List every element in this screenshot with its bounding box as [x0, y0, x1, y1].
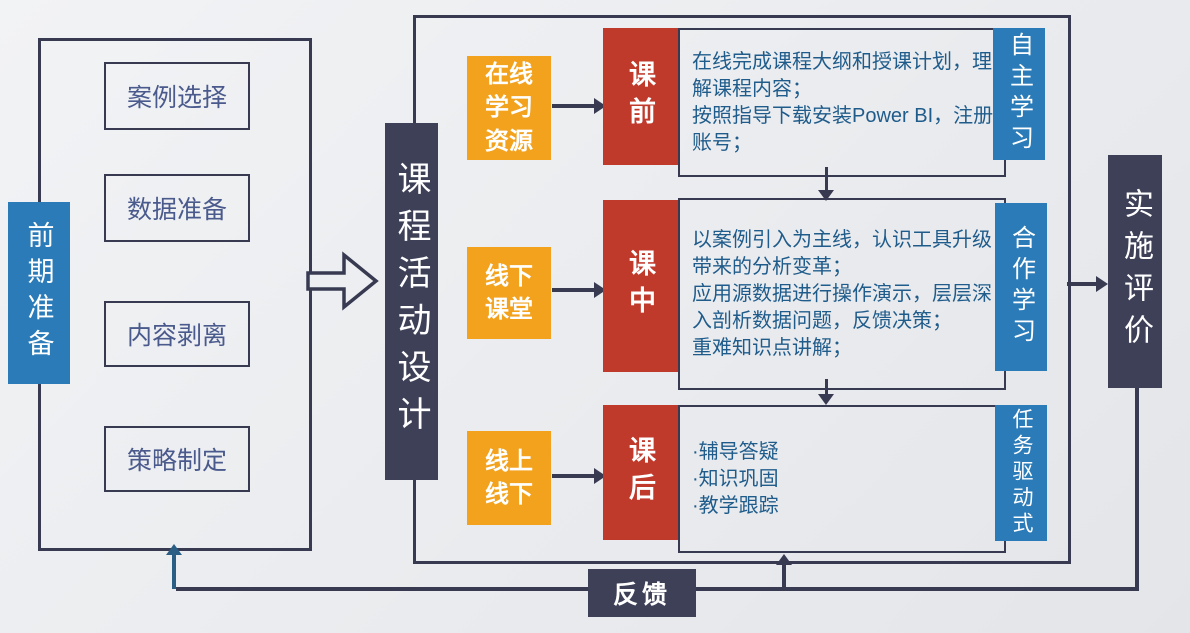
row1-source-box: 在线 学习 资源: [467, 56, 551, 160]
course-activity-design-label: 课程活动设计: [385, 123, 438, 480]
prep-item-data-preparation: 数据准备: [104, 174, 250, 242]
feedback-label: 反馈: [588, 569, 696, 617]
arrow-head: [166, 544, 182, 555]
row3-source-box: 线上 线下: [467, 431, 551, 525]
row2-stage-box: 课中: [603, 200, 678, 372]
row3-description: ·辅导答疑 ·知识巩固 ·教学跟踪: [678, 405, 1006, 553]
arrow-shaft: [172, 554, 176, 589]
row3-stage-box: 课后: [603, 405, 678, 540]
implementation-evaluation-label: 实施评价: [1108, 155, 1162, 388]
prep-item-content-separation: 内容剥离: [104, 301, 250, 367]
row3-mode-box: 任务驱动式: [995, 405, 1047, 541]
arrow-shaft: [782, 562, 786, 589]
row1-mode-box: 自主学习: [993, 28, 1045, 160]
row2-description: 以案例引入为主线，认识工具升级带来的分析变革； 应用源数据进行操作演示，层层深入…: [678, 198, 1006, 390]
arrow-head: [818, 190, 834, 201]
arrow-shaft: [552, 288, 594, 292]
prep-item-case-selection: 案例选择: [104, 62, 250, 130]
arrow-shaft: [1067, 282, 1098, 286]
arrow-shaft: [552, 474, 594, 478]
arrow-shaft: [825, 167, 828, 192]
row1-description: 在线完成课程大纲和授课计划，理解课程内容； 按照指导下载安装Power BI，注…: [678, 28, 1006, 177]
row2-source-box: 线下 课堂: [467, 247, 551, 339]
arrow-head: [818, 394, 834, 405]
feedback-line-right: [1135, 388, 1139, 590]
arrow-shaft: [825, 379, 828, 395]
arrow-head: [776, 554, 792, 565]
prep-item-strategy-making: 策略制定: [104, 426, 250, 492]
row2-mode-box: 合作学习: [995, 203, 1047, 371]
row1-stage-box: 课前: [603, 28, 678, 165]
big-right-arrow-icon: [306, 251, 379, 311]
arrow-head: [1096, 276, 1108, 292]
arrow-shaft: [552, 104, 594, 108]
preparation-label: 前期准备: [8, 202, 70, 384]
